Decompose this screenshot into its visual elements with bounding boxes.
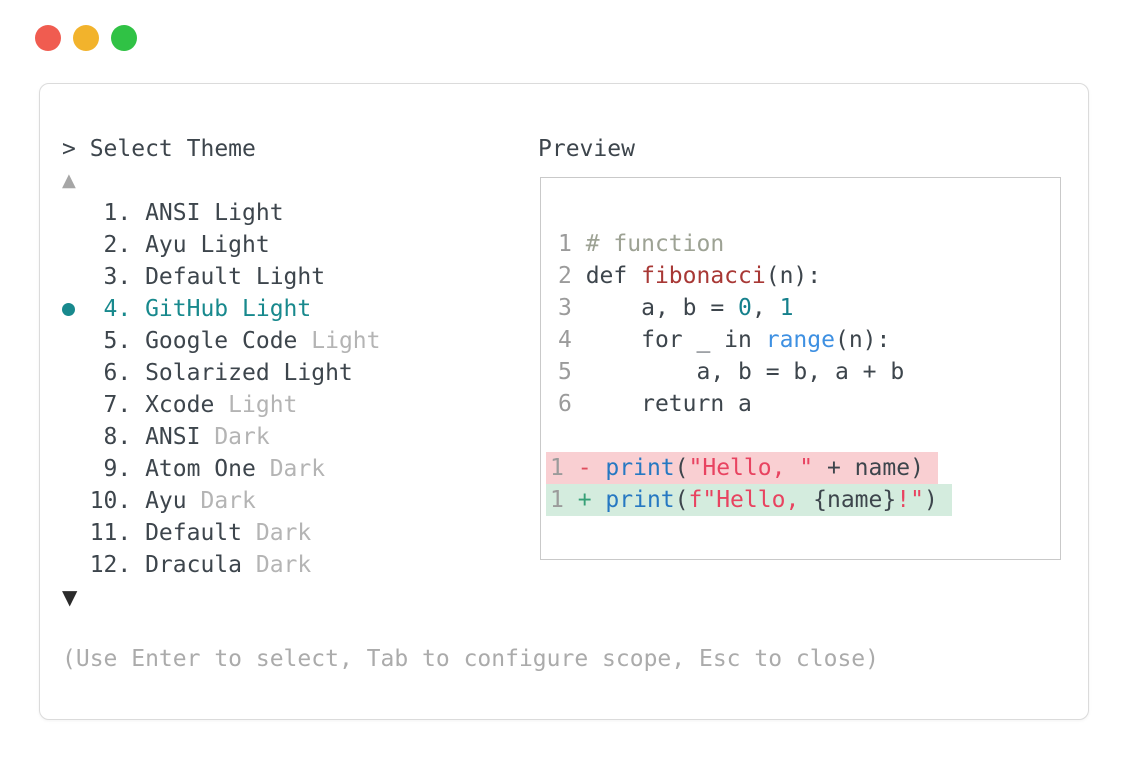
window-controls	[35, 25, 137, 51]
theme-item-label: 8. ANSI	[89, 424, 201, 450]
zoom-button[interactable]	[111, 25, 137, 51]
code-token: print	[605, 455, 675, 481]
code-line	[558, 420, 1060, 452]
code-line: 4 for _ in range(n):	[558, 324, 1060, 356]
code-token: # function	[585, 231, 725, 257]
code-token: -	[577, 455, 606, 481]
code-token: a, b =	[585, 295, 739, 321]
diff-highlight-added: 1 + print(f"Hello, {name}!")	[546, 484, 952, 516]
theme-item-solarized-light[interactable]: 6. Solarized Light	[62, 357, 381, 389]
theme-item-variant-muted: Dark	[242, 552, 312, 578]
theme-item-label: 4. GitHub Light	[89, 296, 312, 322]
theme-list: 1. ANSI Light 2. Ayu Light 3. Default Li…	[62, 197, 381, 581]
scroll-down-icon[interactable]: ▼	[62, 585, 78, 609]
theme-item-label: 12. Dracula	[89, 552, 243, 578]
code-token: return a	[585, 391, 752, 417]
theme-item-google-code[interactable]: 5. Google Code Light	[62, 325, 381, 357]
diff-highlight-removed: 1 - print("Hello, " + name)	[546, 452, 938, 484]
theme-item-label: 6. Solarized Light	[89, 360, 353, 386]
code-token: (	[674, 455, 689, 481]
line-number: 2	[558, 263, 586, 289]
theme-item-variant-muted: Dark	[200, 424, 270, 450]
theme-item-label: 7. Xcode	[89, 392, 215, 418]
selection-bullet-slot	[62, 302, 90, 316]
theme-item-ansi[interactable]: 8. ANSI Dark	[62, 421, 381, 453]
code-token: ,	[751, 295, 780, 321]
theme-item-default[interactable]: 11. Default Dark	[62, 517, 381, 549]
minimize-button[interactable]	[73, 25, 99, 51]
theme-item-ayu[interactable]: 10. Ayu Dark	[62, 485, 381, 517]
theme-item-github-light[interactable]: 4. GitHub Light	[62, 293, 381, 325]
preview-title: Preview	[538, 136, 635, 162]
theme-item-ayu-light[interactable]: 2. Ayu Light	[62, 229, 381, 261]
code-token: range	[765, 327, 835, 353]
theme-item-variant-muted: Light	[297, 328, 381, 354]
code-token: def	[585, 263, 642, 289]
code-line: 3 a, b = 0, 1	[558, 292, 1060, 324]
code-token: 1	[779, 295, 794, 321]
line-number: 5	[558, 359, 586, 385]
code-token: print	[605, 487, 675, 513]
code-token: a, b = b, a + b	[585, 359, 905, 385]
line-number: 6	[558, 391, 586, 417]
line-number: 1	[550, 455, 578, 481]
code-token: {name}	[813, 487, 897, 513]
line-number: 1	[558, 231, 586, 257]
theme-item-ansi-light[interactable]: 1. ANSI Light	[62, 197, 381, 229]
code-token: fibonacci	[641, 263, 766, 289]
select-theme-prompt: > Select Theme	[62, 136, 256, 162]
theme-item-variant-muted: Light	[214, 392, 298, 418]
theme-item-atom-one[interactable]: 9. Atom One Dark	[62, 453, 381, 485]
code-token: f"Hello,	[688, 487, 814, 513]
theme-list-panel: > Select Theme ▲ 1. ANSI Light 2. Ayu Li…	[62, 133, 381, 613]
theme-item-xcode[interactable]: 7. Xcode Light	[62, 389, 381, 421]
code-token: !"	[896, 487, 924, 513]
code-token: )	[923, 487, 938, 513]
theme-item-variant-muted: Dark	[242, 520, 312, 546]
code-token: (n):	[834, 327, 891, 353]
code-token: (	[674, 487, 689, 513]
theme-item-default-light[interactable]: 3. Default Light	[62, 261, 381, 293]
scroll-up-icon[interactable]: ▲	[62, 170, 76, 191]
code-token: +	[577, 487, 606, 513]
theme-item-variant-muted: Dark	[186, 488, 256, 514]
code-token: (n):	[765, 263, 822, 289]
code-line: 6 return a	[558, 388, 1060, 420]
code-line: 2 def fibonacci(n):	[558, 260, 1060, 292]
keyboard-hint: (Use Enter to select, Tab to configure s…	[62, 646, 879, 672]
line-number: 3	[558, 295, 586, 321]
code-token: "Hello, "	[688, 455, 814, 481]
theme-item-variant-muted: Dark	[255, 456, 326, 482]
theme-item-label: 10. Ayu	[89, 488, 187, 514]
theme-picker-window: > Select Theme ▲ 1. ANSI Light 2. Ayu Li…	[39, 83, 1089, 720]
code-line: 1 # function	[558, 228, 1060, 260]
close-button[interactable]	[35, 25, 61, 51]
line-number: 1	[550, 487, 578, 513]
theme-item-label: 9. Atom One	[89, 456, 256, 482]
selected-bullet-icon	[62, 302, 75, 316]
theme-item-label: 11. Default	[89, 520, 243, 546]
theme-item-label: 1. ANSI Light	[89, 200, 284, 226]
theme-item-label: 2. Ayu Light	[89, 232, 270, 258]
code-line: 5 a, b = b, a + b	[558, 356, 1060, 388]
code-token: + name)	[813, 455, 924, 481]
code-token: for _ in	[585, 327, 766, 353]
theme-item-label: 5. Google Code	[89, 328, 298, 354]
diff-line-removed: 1 - print("Hello, " + name)	[546, 452, 1060, 484]
theme-item-label: 3. Default Light	[89, 264, 326, 290]
diff-line-added: 1 + print(f"Hello, {name}!")	[546, 484, 1060, 516]
code-token: 0	[738, 295, 752, 321]
theme-item-dracula[interactable]: 12. Dracula Dark	[62, 549, 381, 581]
line-number: 4	[558, 327, 586, 353]
